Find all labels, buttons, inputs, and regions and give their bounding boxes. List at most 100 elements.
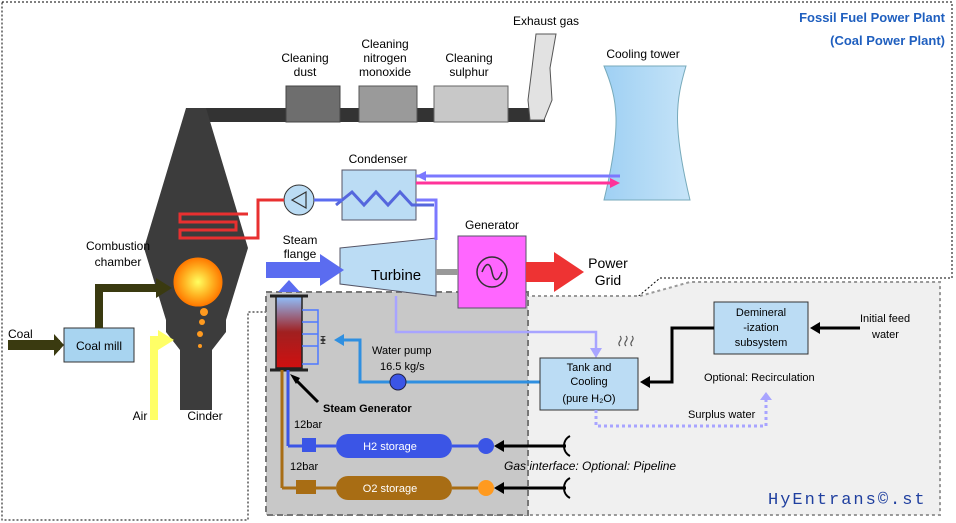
- cleaning-nox-label-3: monoxide: [359, 65, 411, 79]
- h2-storage-label: H2 storage: [363, 441, 417, 453]
- o2-inlet-arrow: [494, 482, 504, 494]
- air-arrow: [158, 330, 174, 350]
- plant-title-line1: Fossil Fuel Power Plant: [799, 10, 946, 25]
- o2-storage-label: O2 storage: [363, 483, 417, 495]
- sg-pointer-arrow: [290, 374, 300, 384]
- surplus-arrow: [760, 392, 772, 400]
- h2-regulator: [302, 438, 316, 452]
- steam-generator-label: Steam Generator: [323, 403, 412, 415]
- feed-demin-arrow: [810, 322, 820, 334]
- sg-manifold: [302, 309, 319, 365]
- coal-pipe: [8, 340, 60, 350]
- fire-drop-2: [199, 319, 205, 325]
- fire: [173, 257, 223, 307]
- tank-label-3: (pure H₂O): [562, 393, 615, 405]
- brand-logo: HyEntrans©.st: [768, 491, 927, 510]
- fire-drop-1: [200, 308, 208, 316]
- exhaust-gas-label: Exhaust gas: [513, 14, 579, 28]
- coal-arrow: [54, 334, 64, 356]
- fire-drop-4: [198, 344, 202, 348]
- generator-symbol: [476, 256, 508, 288]
- steam-vent-icon: [618, 335, 634, 347]
- demineralization-subsystem: [713, 301, 809, 355]
- steam-flange-label-2: flange: [284, 247, 317, 261]
- h2-compressor: [478, 438, 494, 454]
- cooling-return-arrow: [416, 171, 426, 181]
- turbine-exhaust-pipe: [416, 198, 438, 240]
- cooling-feed-arrow: [610, 178, 620, 188]
- steam-flange-arrow: [320, 254, 344, 286]
- coal-label: Coal: [8, 327, 33, 341]
- surplus-water-line: [594, 398, 768, 428]
- coal-feed-arrow: [156, 278, 172, 298]
- boiler-outlet: [186, 108, 206, 122]
- turbine-label: Turbine: [371, 267, 421, 284]
- plant-title-line2: (Coal Power Plant): [830, 33, 945, 48]
- sine-icon: [481, 263, 503, 281]
- o2-compressor: [478, 480, 494, 496]
- water-pump-label-2: 16.5 kg/s: [380, 361, 425, 373]
- coal-feed-pipe: [95, 284, 158, 328]
- demin-label-1: Demineral­: [736, 307, 786, 319]
- tank: [539, 357, 639, 411]
- cleaning-nox-label-1: Cleaning: [361, 37, 408, 51]
- sg-steam-up-arrow: [278, 280, 300, 292]
- condenser-label: Condenser: [349, 152, 408, 166]
- boiler-heating-coil: [178, 212, 248, 240]
- check-valve: [320, 336, 326, 344]
- condenser-coil: [335, 189, 434, 208]
- cleaning-sulphur-label-2: sulphur: [449, 65, 488, 79]
- power-output-arrow: [554, 252, 584, 292]
- cleaning-nox-unit: [358, 85, 418, 123]
- optional-recirculation-label: Optional: Recirculation: [704, 372, 815, 384]
- steam-flange-pipe: [266, 262, 324, 278]
- exhaust-stack: [527, 33, 557, 121]
- cleaning-sulphur-label-1: Cleaning: [445, 51, 492, 65]
- cleaning-sulphur-unit: [433, 85, 509, 123]
- feed-water-pipe: [338, 338, 540, 384]
- demin-tank-arrow: [640, 376, 650, 388]
- h2-connector: [563, 435, 571, 457]
- condensate-to-tank: [394, 296, 598, 350]
- combustion-label-1: Combustion: [86, 239, 150, 253]
- demin-label-3: subsystem: [735, 337, 788, 349]
- power-output-pipe: [526, 262, 556, 282]
- steam-generator: [275, 295, 303, 369]
- boiler-red-loop: [248, 198, 284, 240]
- cleaning-dust-unit: [285, 85, 341, 123]
- sg-pointer: [294, 378, 320, 404]
- initial-feed-label-1: Initial feed: [860, 313, 910, 325]
- air-label: Air: [133, 409, 148, 423]
- power-grid-label-1: Power: [588, 255, 628, 271]
- o2-connector: [563, 477, 571, 499]
- tank-label-1: Tank and: [567, 362, 612, 374]
- water-pump-label-1: Water pump: [372, 345, 432, 357]
- generator-label: Generator: [465, 218, 519, 232]
- h2-pressure-label: 12bar: [294, 419, 322, 431]
- feed-arrow: [334, 334, 344, 346]
- coal-mill: [63, 327, 135, 363]
- tank-label-2: Cooling: [570, 376, 607, 388]
- o2-regulator: [296, 480, 316, 494]
- o2-pressure-label: 12bar: [290, 461, 318, 473]
- gas-interface-label: Gas interface: Optional: Pipeline: [504, 459, 676, 473]
- cleaning-nox-label-2: nitrogen: [363, 51, 406, 65]
- cooling-tower: [603, 65, 691, 201]
- initial-feed-label-2: water: [871, 329, 899, 341]
- cleaning-dust-label-1: Cleaning: [281, 51, 328, 65]
- tank-in-arrow: [590, 348, 602, 358]
- h2-inlet-arrow: [494, 440, 504, 452]
- surplus-water-label: Surplus water: [688, 409, 756, 421]
- cinder-label: Cinder: [187, 409, 222, 423]
- demin-label-2: -ization: [743, 322, 778, 334]
- power-grid-label-2: Grid: [595, 272, 621, 288]
- demin-to-tank: [646, 326, 714, 384]
- air-pipe: [150, 336, 164, 420]
- water-pump: [389, 373, 407, 391]
- cleaning-dust-label-2: dust: [294, 65, 317, 79]
- fire-drop-3: [197, 331, 203, 337]
- o2-storage: [336, 476, 452, 500]
- condensate-pump-symbol: [290, 190, 307, 210]
